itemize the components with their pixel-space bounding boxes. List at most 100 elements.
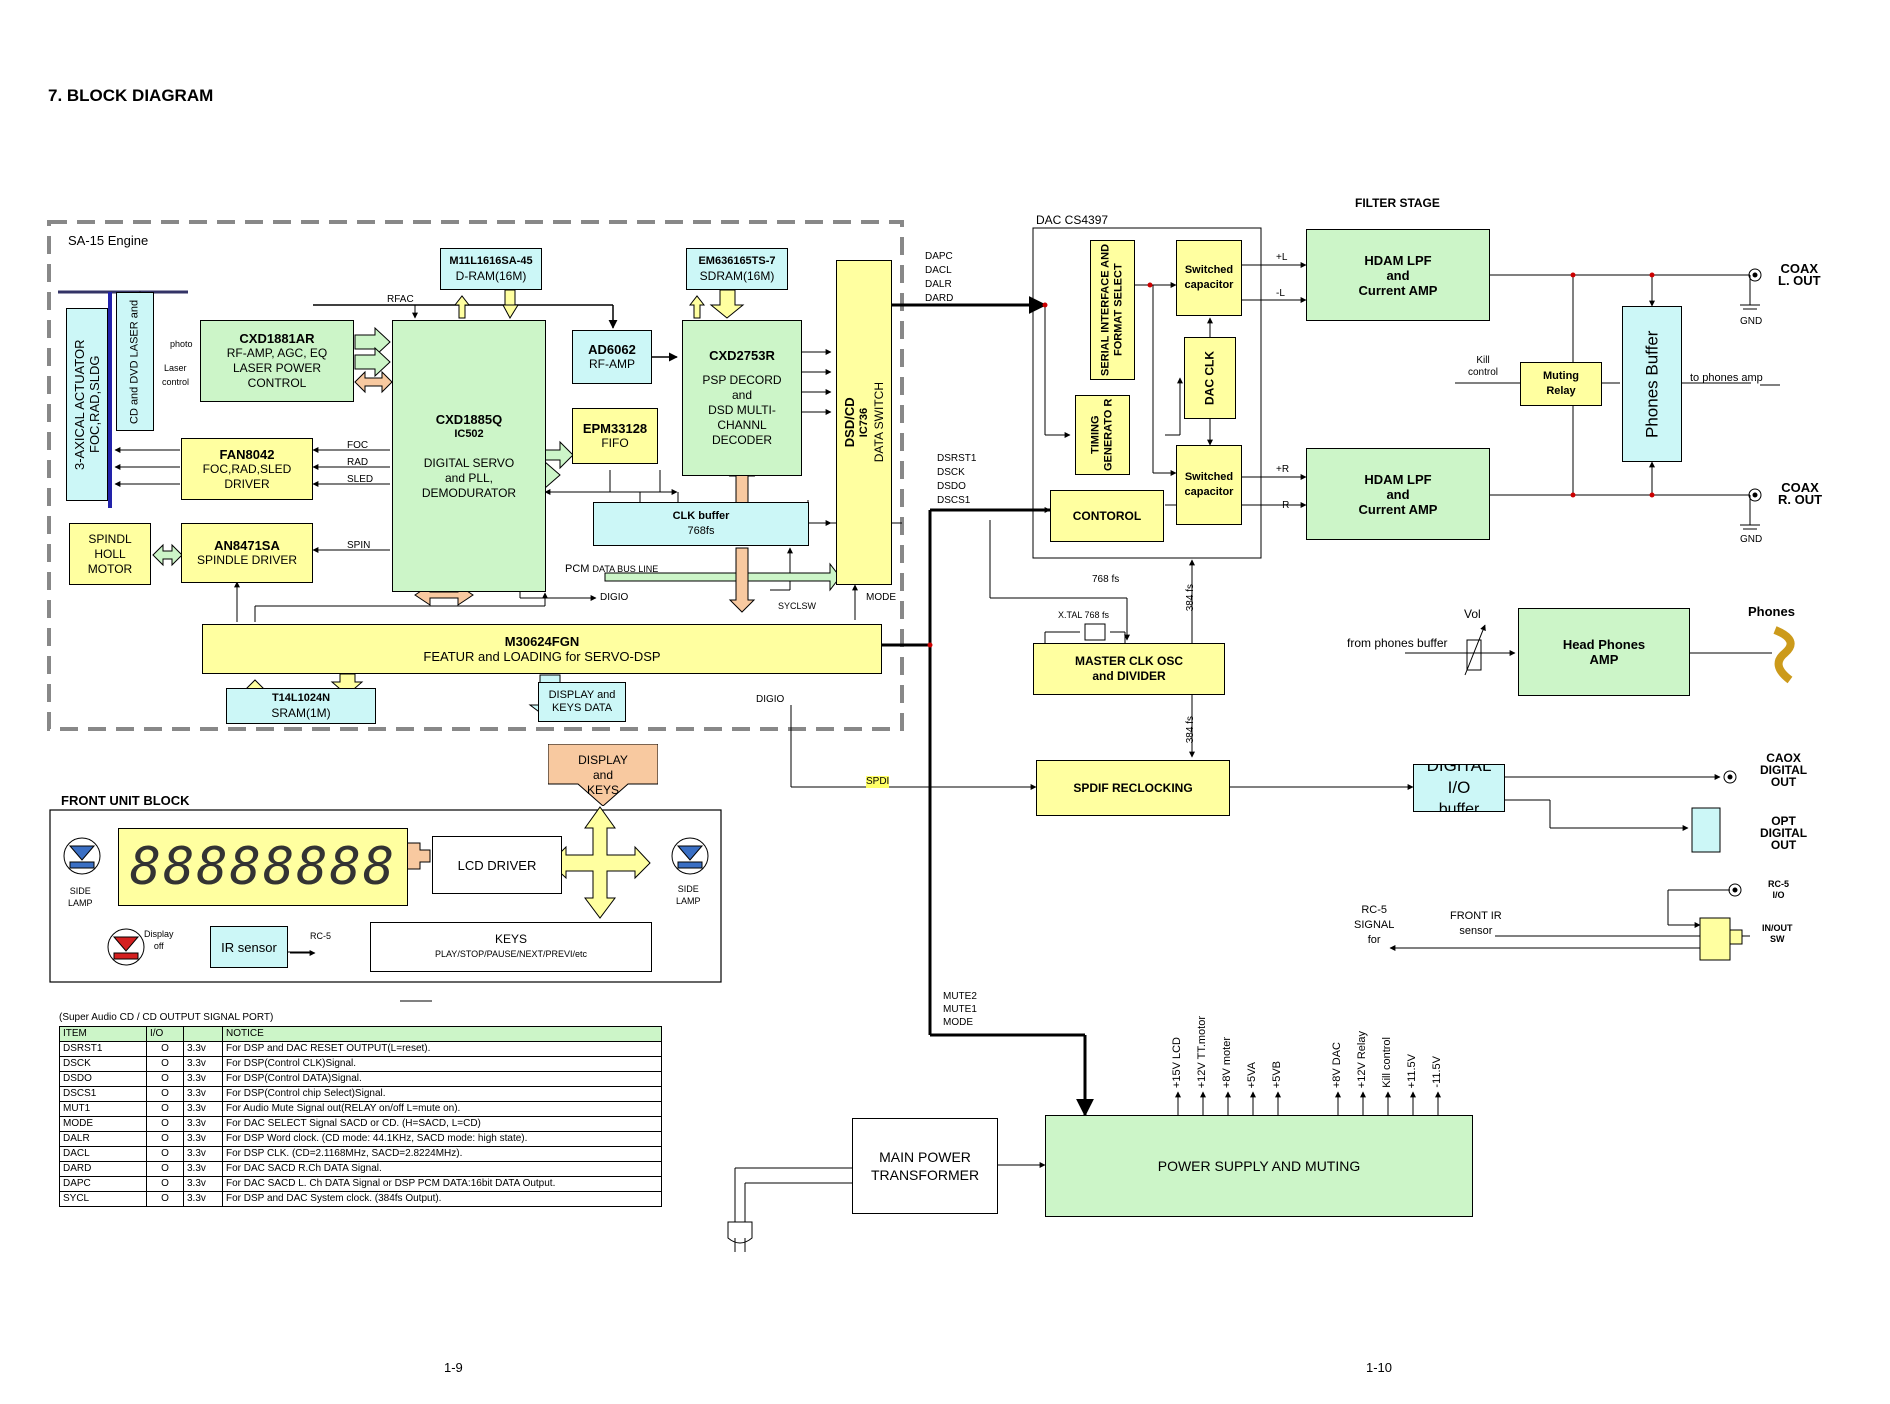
rc5sig-line3: for xyxy=(1367,934,1381,946)
ctrl-bus-3: DSCS1 xyxy=(937,495,971,506)
fan8042-block: FAN8042 FOC,RAD,SLED DRIVER xyxy=(181,438,313,500)
label-foc: FOC xyxy=(347,440,369,451)
mute-bus-0: MUTE2 xyxy=(943,991,977,1002)
fan8042-title: FAN8042 xyxy=(219,446,275,462)
cxd1881-line2: LASER POWER xyxy=(232,361,322,375)
coax-l-line2: L. OUT xyxy=(1778,273,1821,288)
dac-bus-labels: DAPC DACL DALR DARD xyxy=(925,250,953,306)
table-cell: 3.3v xyxy=(183,1146,223,1162)
table-cell: SYCL xyxy=(59,1191,147,1207)
swcap-l-line1: Switched xyxy=(1184,264,1234,276)
cxd1885-line2: and PLL, xyxy=(444,470,494,485)
mpt-line2: TRANSFORMER xyxy=(870,1167,980,1183)
cxd1885-title: CXD1885Q xyxy=(435,411,503,427)
front-unit-frame xyxy=(49,809,722,983)
dram-title: M11L1616SA-45 xyxy=(449,255,533,267)
table-cell: O xyxy=(146,1146,184,1162)
table-cell: DSDO xyxy=(59,1071,147,1087)
hdam-l-line1: HDAM LPF xyxy=(1364,252,1432,268)
doff-line1: Display xyxy=(144,929,174,939)
sram-title: T14L1024N xyxy=(271,692,331,704)
ad6062-title: AD6062 xyxy=(588,342,636,357)
page-number-left: 1-9 xyxy=(444,1360,463,1375)
gnd-r: GND xyxy=(1740,534,1763,545)
table-cell: For DAC SACD L. Ch DATA Signal or DSP PC… xyxy=(222,1176,662,1192)
display-keys-arrow: DISPLAY and KEYS xyxy=(548,744,658,806)
label-mode: MODE xyxy=(866,592,896,603)
table-cell: DAPC xyxy=(59,1176,147,1192)
ad6062-block: AD6062 RF-AMP xyxy=(572,330,652,384)
rail-label: +8V DAC xyxy=(1331,1041,1343,1088)
cxd2753-line4: CHANNL xyxy=(717,418,767,432)
coax-r-label: COAX R. OUT xyxy=(1778,481,1822,506)
spindl-motor-block: SPINDL HOLL MOTOR xyxy=(69,523,151,585)
table-cell: For DSP(Control chip Select)Signal. xyxy=(222,1086,662,1102)
label-from-phones-buffer: from phones buffer xyxy=(1347,636,1448,650)
sdram-title: EM636165TS-7 xyxy=(698,255,776,267)
rail-label: -11.5V xyxy=(1431,1056,1443,1088)
dk-line3: KEYS xyxy=(586,782,619,797)
table-cell: For DAC SACD R.Ch DATA Signal. xyxy=(222,1161,662,1177)
signal-table-caption: (Super Audio CD / CD OUTPUT SIGNAL PORT) xyxy=(59,1012,274,1023)
dac-frame xyxy=(1032,227,1262,559)
table-cell: O xyxy=(146,1131,184,1147)
inout-line2: SW xyxy=(1770,934,1785,944)
dac-bus-2: DALR xyxy=(925,279,952,290)
cxd2753-title: CXD2753R xyxy=(709,348,775,363)
caox-line3: OUT xyxy=(1770,775,1797,789)
dac-clk-block: DAC CLK xyxy=(1184,337,1236,419)
table-cell: For DSP(Control CLK)Signal. xyxy=(222,1056,662,1072)
keys-title: KEYS xyxy=(494,932,527,946)
sl-right-line2: LAMP xyxy=(676,896,701,906)
opt-line1: OPT xyxy=(1771,814,1796,828)
rc5-signal-label: RC-5 SIGNAL for xyxy=(1354,903,1394,948)
fan8042-line1: FOC,RAD,SLED xyxy=(202,461,292,476)
label-laser: Laser xyxy=(164,363,187,373)
label-384fs-a: 384 fs xyxy=(1185,584,1196,612)
page-title: 7. BLOCK DIAGRAM xyxy=(48,86,214,105)
front-unit-label: FRONT UNIT BLOCK xyxy=(61,793,190,808)
table-cell: O xyxy=(146,1116,184,1132)
signal-table-header-cell: I/O xyxy=(146,1026,184,1042)
sram-line1: SRAM(1M) xyxy=(271,706,331,720)
ad6062-line1: RF-AMP xyxy=(589,357,635,371)
table-cell: O xyxy=(146,1191,184,1207)
label-plus-l: +L xyxy=(1276,252,1288,263)
table-cell: For DSP CLK. (CD=2.1168MHz, SACD=2.8224M… xyxy=(222,1146,662,1162)
spindl-line2: HOLL xyxy=(94,546,126,561)
table-cell: 3.3v xyxy=(183,1071,223,1087)
table-cell: For DSP and DAC RESET OUTPUT(L=reset). xyxy=(222,1041,662,1057)
table-cell: O xyxy=(146,1101,184,1117)
table-cell: DALR xyxy=(59,1131,147,1147)
gnd-l: GND xyxy=(1740,316,1763,327)
rc5sig-line1: RC-5 xyxy=(1361,904,1388,916)
label-photo: photo xyxy=(170,338,193,350)
rc5-label: RC-5 xyxy=(310,931,332,941)
rail-label: +5VA xyxy=(1246,1061,1258,1088)
sram-block: T14L1024N SRAM(1M) xyxy=(226,688,376,724)
inout-line1: IN/OUT xyxy=(1762,923,1793,933)
swcap-r-line2: capacitor xyxy=(1184,486,1234,498)
label-control: control xyxy=(162,377,190,387)
table-cell: DSRST1 xyxy=(59,1041,147,1057)
table-cell: For DSP(Control DATA)Signal. xyxy=(222,1071,662,1087)
table-cell: 3.3v xyxy=(183,1131,223,1147)
switched-capacitor-r: Switched capacitor xyxy=(1176,445,1242,525)
dk-line1: DISPLAY xyxy=(578,752,628,767)
master-clk-line1: MASTER CLK OSC xyxy=(1075,654,1183,668)
rc5io-line1: RC-5 xyxy=(1768,879,1790,889)
fan8042-line2: DRIVER xyxy=(224,476,270,491)
caox-line1: CAOX xyxy=(1766,751,1801,765)
table-cell: DACL xyxy=(59,1146,147,1162)
label-rfac: RFAC xyxy=(387,294,414,305)
rc5-io-label: RC-5 I/O xyxy=(1768,879,1789,901)
frontir-line2: sensor xyxy=(1459,925,1493,937)
muting-relay-block: Muting Relay xyxy=(1520,362,1602,406)
rail-label: +12V Relay xyxy=(1356,1030,1368,1088)
table-cell: DSCS1 xyxy=(59,1086,147,1102)
filter-stage-label: FILTER STAGE xyxy=(1355,196,1440,210)
